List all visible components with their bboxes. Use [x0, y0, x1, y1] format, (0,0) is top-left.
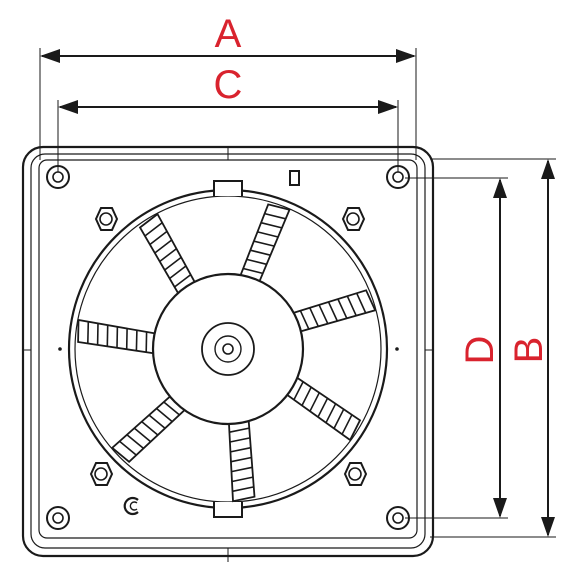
blade-rib: [135, 330, 138, 351]
blade-rib: [169, 265, 187, 280]
mounting-hole-top-right: [386, 165, 410, 189]
mounting-holes: [46, 165, 410, 530]
screw-bosses: [89, 207, 368, 486]
blade-rib: [299, 310, 310, 330]
ring-tab-bottom: [213, 502, 243, 518]
blade-rib: [232, 486, 254, 493]
blade-rib: [264, 212, 286, 220]
blade-rib: [318, 304, 329, 325]
screw-boss-bottom-right: [343, 462, 368, 486]
blade-rib: [246, 258, 267, 266]
blade-rib: [231, 466, 253, 473]
blade-rib: [87, 321, 90, 344]
blade-rib: [341, 414, 353, 435]
fan-housing: [21, 145, 435, 562]
ring-tab-top: [213, 180, 243, 196]
blade-rib: [174, 274, 192, 288]
blade-rib: [257, 231, 279, 238]
blade-rib: [141, 420, 159, 436]
blade-rib: [118, 440, 137, 456]
blade-rib: [325, 403, 337, 424]
blade-rib: [260, 221, 283, 229]
blade-rib: [230, 446, 251, 453]
mounting-hole-bottom-right: [386, 506, 410, 530]
blade-rib: [293, 381, 304, 401]
blade-rib: [154, 239, 173, 254]
mounting-hole-bottom-left: [46, 506, 70, 530]
blade-rib: [333, 408, 345, 429]
dimension-a-label: A: [215, 12, 242, 56]
blade-rib: [148, 414, 166, 429]
dimension-c: C: [57, 63, 399, 172]
blade-rib: [144, 222, 163, 237]
blade-rib: [317, 397, 329, 418]
hub-outer: [151, 272, 305, 426]
blade-rib: [327, 301, 339, 322]
hub-shaft: [222, 343, 234, 355]
dimension-c-label: C: [214, 63, 243, 107]
blade-rib: [337, 298, 348, 319]
blade-rib: [155, 407, 173, 423]
blade-rib: [243, 267, 263, 275]
hub-cap: [201, 322, 255, 376]
dimension-a: A: [39, 12, 417, 160]
blade-rib: [149, 230, 168, 246]
cord-clip: [123, 496, 139, 516]
blade-rib: [355, 292, 367, 314]
blade-rib: [253, 240, 275, 247]
blade-rib: [301, 386, 312, 406]
blade-rib: [163, 401, 180, 416]
screw-boss-bottom-left: [89, 462, 114, 486]
blade-rib: [159, 248, 177, 263]
blade-rib: [309, 307, 320, 327]
fan-ring: [67, 180, 389, 518]
fan-blades: [77, 203, 377, 503]
dimension-d: D: [405, 177, 508, 519]
blade-rib: [229, 427, 250, 433]
dimension-b: B: [430, 158, 556, 538]
mounting-hole-top-left: [46, 165, 70, 189]
blade-rib: [309, 392, 321, 412]
side-mark-right: [395, 347, 399, 351]
dimension-b-label: B: [507, 337, 551, 364]
blade-rib: [230, 456, 252, 463]
blade-rib: [126, 434, 145, 450]
fan-hub: [151, 272, 305, 426]
blade-rib: [164, 256, 182, 271]
hub-cap-inner: [214, 335, 242, 363]
blade-rib: [346, 295, 357, 317]
dimension-d-label: D: [458, 336, 502, 365]
side-mark-left: [58, 347, 62, 351]
screw-boss-top-right: [341, 207, 366, 231]
blade-rib: [231, 476, 254, 483]
blade-rib: [133, 427, 152, 443]
indicator-window: [289, 170, 300, 186]
screw-boss-top-left: [94, 207, 119, 231]
blade-rib: [250, 249, 271, 256]
blade-rib: [229, 437, 251, 443]
